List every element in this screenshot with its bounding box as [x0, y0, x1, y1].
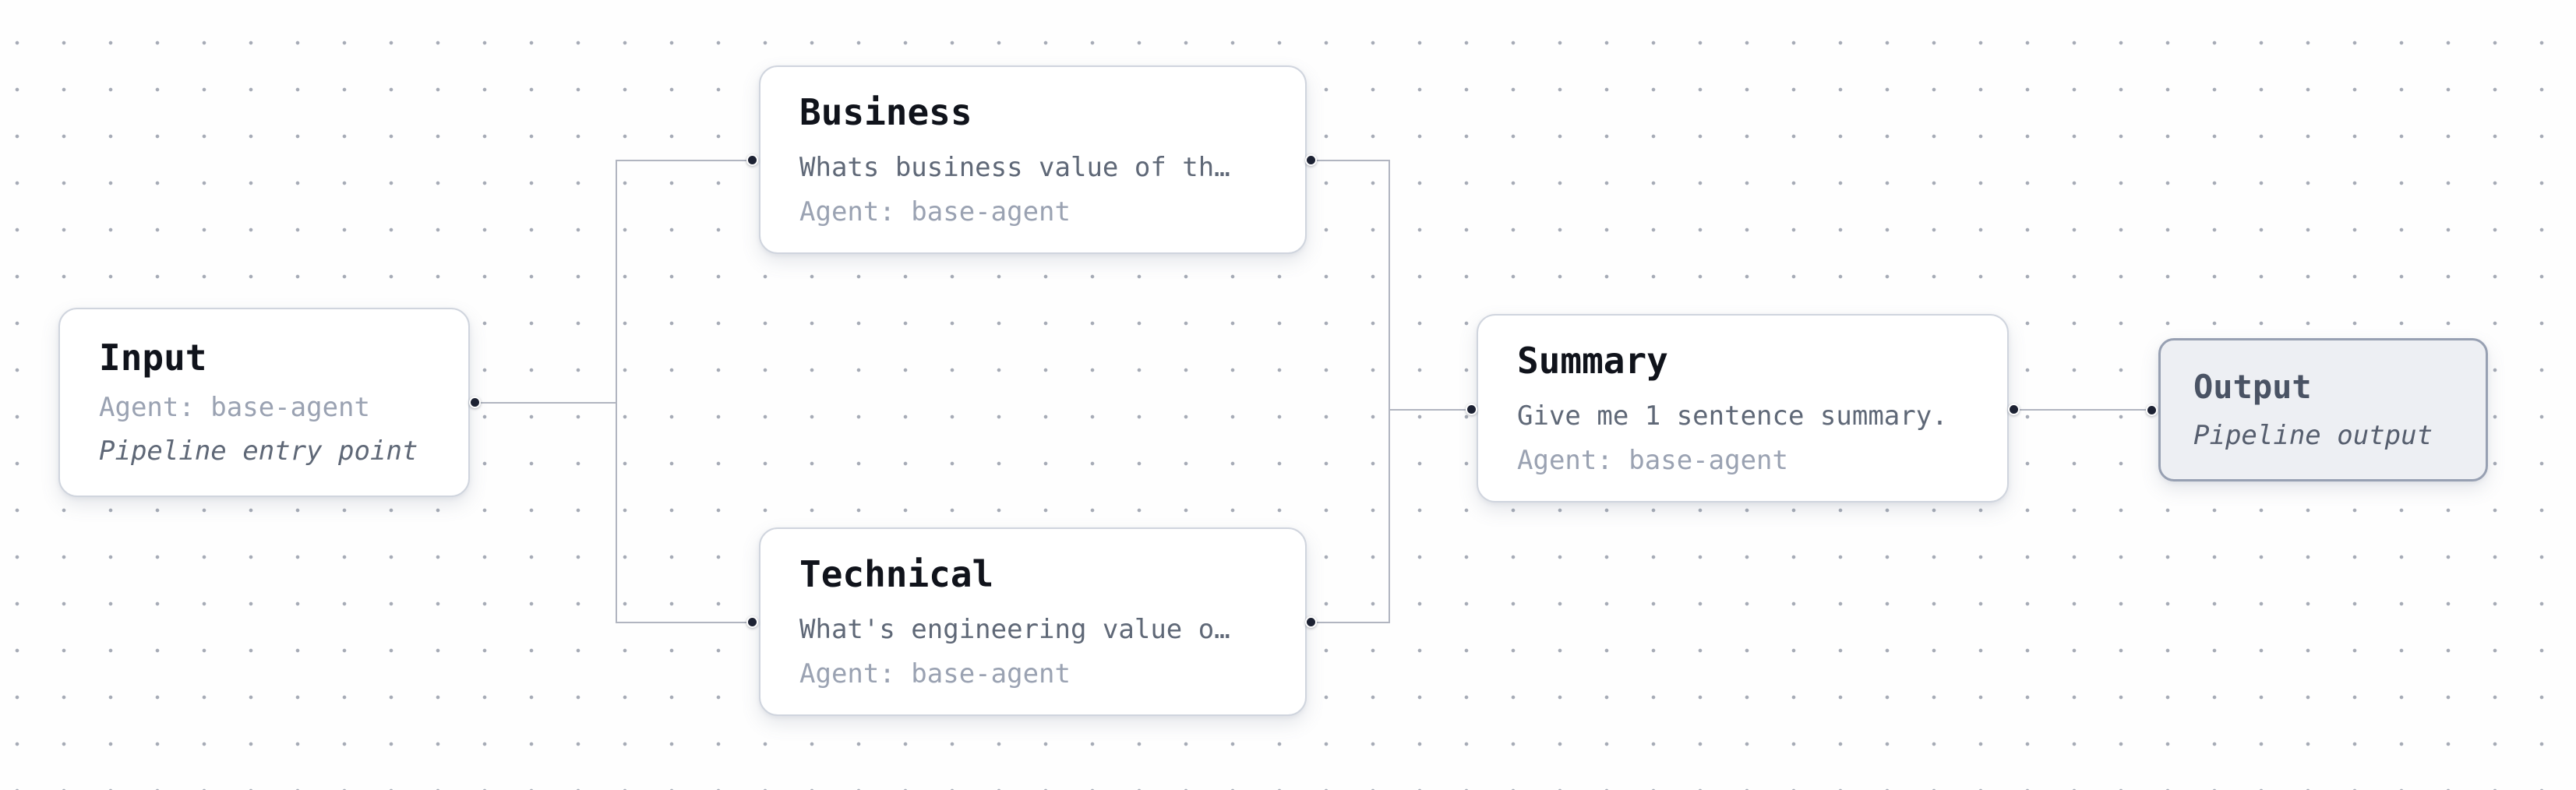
node-agent: Agent: base-agent [1517, 444, 1788, 476]
summary-input-port[interactable] [1466, 404, 1477, 415]
node-input[interactable]: Input Agent: base-agent Pipeline entry p… [58, 308, 470, 497]
technical-output-port[interactable] [1305, 616, 1317, 628]
node-title: Input [99, 337, 207, 379]
edge-merge-to-summary [1389, 409, 1474, 411]
edge-input-branch [475, 402, 617, 404]
node-technical[interactable]: Technical What's engineering value o… Ag… [759, 527, 1307, 716]
edge-branch-to-technical [616, 622, 753, 623]
node-summary[interactable]: Summary Give me 1 sentence summary. Agen… [1477, 314, 2009, 503]
node-agent: Agent: base-agent [799, 196, 1071, 227]
output-input-port[interactable] [2146, 404, 2158, 416]
node-agent: Agent: base-agent [99, 391, 370, 423]
business-input-port[interactable] [746, 154, 758, 166]
edge-business-to-merge [1308, 160, 1390, 161]
node-prompt: Give me 1 sentence summary. [1517, 400, 1948, 432]
node-title: Business [799, 90, 972, 133]
summary-output-port[interactable] [2008, 404, 2020, 415]
node-prompt: What's engineering value o… [799, 614, 1230, 646]
node-output[interactable]: Output Pipeline output [2158, 338, 2488, 481]
technical-input-port[interactable] [746, 616, 758, 628]
node-title: Summary [1517, 339, 1668, 382]
edge-left-branch-vertical [616, 160, 617, 622]
node-business[interactable]: Business Whats business value of th… Age… [759, 65, 1307, 254]
edge-branch-to-business [616, 160, 753, 161]
node-title: Technical [799, 552, 994, 595]
node-prompt: Whats business value of th… [799, 152, 1230, 184]
node-agent: Agent: base-agent [799, 658, 1071, 689]
node-note: Pipeline entry point [99, 436, 418, 467]
edge-summary-to-output [2014, 409, 2154, 411]
business-output-port[interactable] [1305, 154, 1317, 166]
input-output-port[interactable] [469, 397, 481, 408]
edge-right-merge-vertical [1389, 160, 1390, 622]
node-title: Output [2193, 367, 2312, 406]
edge-technical-to-merge [1308, 622, 1390, 623]
node-note: Pipeline output [2193, 419, 2433, 451]
